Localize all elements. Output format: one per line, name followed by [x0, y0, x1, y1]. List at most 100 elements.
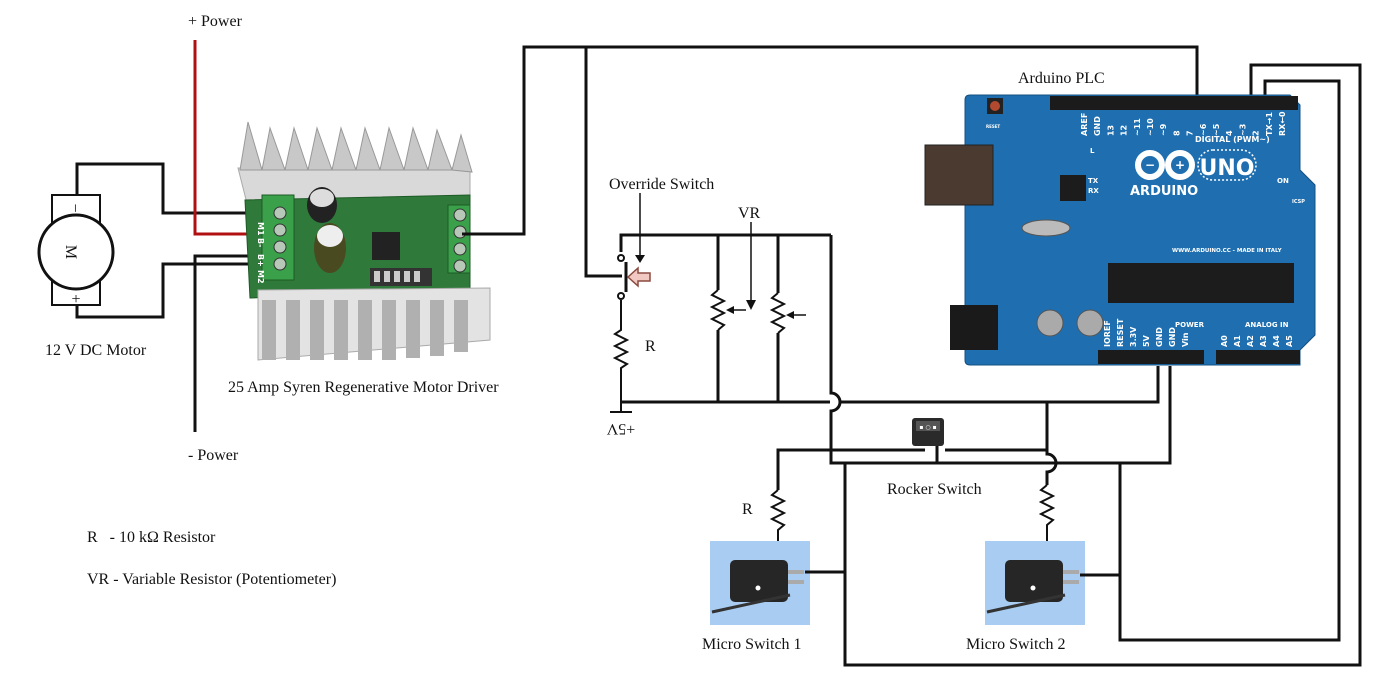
- digital-pin-label: ~11: [1133, 118, 1142, 136]
- driver-terminal-label: B+: [256, 254, 265, 267]
- usb-port: [924, 144, 994, 206]
- digital-pin-label: ~6: [1199, 123, 1208, 136]
- svg-text:+: +: [1175, 158, 1185, 172]
- minus-power-label: - Power: [188, 447, 239, 464]
- digital-pin-label: TX→1: [1265, 112, 1274, 136]
- power-header-label: POWER: [1175, 321, 1205, 329]
- digital-header: [1050, 96, 1298, 110]
- digital-pin-label: 2: [1252, 130, 1261, 136]
- digital-header-label: DIGITAL (PWM~): [1195, 135, 1270, 144]
- digital-pin-label: 13: [1106, 125, 1115, 136]
- wire-micro2-to-pin2: [1080, 79, 1341, 642]
- wire-plus-power: [193, 40, 260, 236]
- override-switch-contact: [617, 292, 625, 300]
- atmega-chip: [1108, 263, 1294, 303]
- icsp-label: ICSP: [1292, 199, 1305, 205]
- wire-5v-rail-top: [619, 233, 831, 252]
- svg-text:−: −: [1145, 158, 1155, 172]
- power-header: [1098, 350, 1204, 364]
- rocker-switch-label: Rocker Switch: [887, 481, 982, 498]
- micro-switch-2[interactable]: [985, 541, 1085, 625]
- r-override-label: R: [645, 338, 656, 355]
- reset-button[interactable]: [990, 101, 1000, 111]
- reset-label: RESET: [986, 124, 1000, 129]
- power-jack: [950, 305, 998, 350]
- analog-pin-label: A2: [1246, 335, 1255, 347]
- digital-pin-label: ~3: [1238, 124, 1247, 136]
- motor-driver: M1B- B+ M2: [237, 121, 491, 361]
- plus-5v-label: +5V: [606, 420, 635, 437]
- wire-ground-rail: [621, 366, 1160, 404]
- push-arrow-icon: [626, 266, 651, 288]
- analog-header: [1216, 350, 1300, 364]
- uno-text: UNO: [1200, 156, 1255, 181]
- override-switch-contact: [617, 254, 625, 262]
- on-led-label: ON: [1277, 177, 1289, 185]
- rx-label: RX: [1088, 187, 1099, 195]
- driver-terminal-label: B-: [256, 238, 265, 247]
- digital-pin-label: AREF: [1080, 113, 1089, 136]
- legend-r: R - 10 kΩ Resistor: [87, 529, 216, 546]
- power-pin-label: 3.3V: [1129, 326, 1138, 347]
- resistor-micro-1: [769, 489, 787, 562]
- arduino-label: Arduino PLC: [1018, 70, 1105, 87]
- motor-minus-terminal: −: [66, 203, 83, 212]
- arduino-uno-board: − + UNO ARDUINO DIGITAL (PWM~) WWW.ARDUI…: [924, 94, 1316, 366]
- analog-pin-label: A3: [1259, 335, 1268, 347]
- digital-pin-label: 4: [1225, 130, 1234, 136]
- digital-pin-label: 7: [1186, 130, 1195, 136]
- wire-driver-signal-to-pin7: [462, 45, 1199, 236]
- tx-label: TX: [1088, 177, 1099, 185]
- driver-terminal-label: M2: [256, 270, 265, 284]
- digital-pin-label: 12: [1120, 125, 1129, 136]
- digital-pin-label: ~5: [1212, 123, 1221, 136]
- dc-motor: M − +: [37, 194, 115, 308]
- power-pin-label: Vin: [1181, 332, 1190, 347]
- power-pin-label: RESET: [1116, 318, 1125, 347]
- wire-rocker-left: [776, 448, 925, 490]
- arduino-logo-text: ARDUINO: [1130, 184, 1198, 199]
- digital-pin-label: 8: [1172, 130, 1181, 136]
- wire-micro1-to-pin3: [805, 63, 1362, 667]
- potentiometer-2[interactable]: [769, 292, 787, 334]
- analog-pin-label: A5: [1285, 335, 1294, 347]
- rocker-switch[interactable]: ▪ ○ ▪: [912, 418, 944, 446]
- r-micro-label: R: [742, 501, 753, 518]
- analog-pin-label: A1: [1233, 335, 1242, 347]
- power-pin-label: GND: [1168, 327, 1177, 347]
- website-text: WWW.ARDUINO.CC - MADE IN ITALY: [1172, 248, 1283, 254]
- digital-pin-label: RX←0: [1278, 111, 1287, 136]
- micro-switch-1-label: Micro Switch 1: [702, 636, 802, 653]
- micro-switch-2-label: Micro Switch 2: [966, 636, 1066, 653]
- arrowhead-icon: [746, 300, 756, 310]
- analog-header-label: ANALOG IN: [1245, 321, 1289, 329]
- digital-pin-label: GND: [1093, 116, 1102, 136]
- led-l-label: L: [1090, 147, 1095, 155]
- vr-label: VR: [738, 205, 761, 222]
- digital-pin-label: ~10: [1146, 118, 1155, 136]
- driver-terminal-label: M1: [256, 222, 265, 236]
- analog-pin-label: A0: [1220, 335, 1229, 347]
- override-switch-label: Override Switch: [609, 176, 714, 193]
- wire-motor-minus: [75, 162, 258, 215]
- wiper-arrow-icon: [726, 306, 734, 314]
- arrowhead-icon: [635, 255, 645, 263]
- wire-minus-power: [193, 254, 260, 432]
- wire-override-switch-tap: [584, 47, 622, 278]
- wiper-arrow-icon: [786, 311, 794, 319]
- potentiometer-1[interactable]: [709, 289, 727, 331]
- micro-switch-1[interactable]: [710, 541, 810, 625]
- driver-label: 25 Amp Syren Regenerative Motor Driver: [228, 379, 499, 396]
- plus-power-label: + Power: [188, 13, 243, 30]
- wire-rail-to-arduino: [829, 235, 1172, 465]
- motor-label: 12 V DC Motor: [45, 342, 147, 359]
- motor-plus-terminal: +: [71, 291, 80, 308]
- power-pin-label: 5V: [1142, 334, 1151, 347]
- svg-text:▪ ○ ▪: ▪ ○ ▪: [919, 424, 936, 431]
- power-pin-label: GND: [1155, 327, 1164, 347]
- motor-symbol: M: [62, 245, 79, 259]
- resistor-micro-2: [1038, 484, 1056, 558]
- resistor-override: [612, 300, 630, 402]
- analog-pin-label: A4: [1272, 335, 1281, 347]
